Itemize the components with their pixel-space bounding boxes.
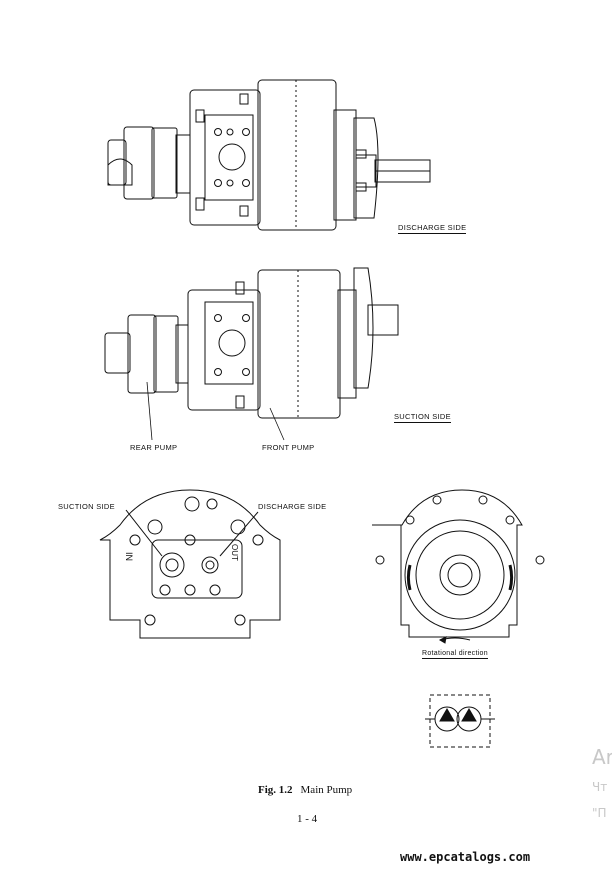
page-number: 1 - 4 — [297, 813, 318, 825]
svg-text:IN: IN — [124, 552, 134, 561]
discharge-side-label: DISCHARGE SIDE — [398, 223, 467, 234]
footer-url[interactable]: www.epcatalogs.com — [400, 850, 531, 864]
figure-title: Main Pump — [300, 784, 353, 796]
watermark-line-3: "П — [592, 806, 607, 820]
discharge-side-port-label: DISCHARGE SIDE — [258, 502, 327, 511]
watermark-line-2: Чт — [592, 780, 608, 794]
front-pump-label: FRONT PUMP — [262, 443, 315, 452]
figure-number: Fig. 1.2 — [258, 784, 293, 796]
rotational-direction-label: Rotational direction — [422, 650, 488, 659]
rear-pump-label: REAR PUMP — [130, 443, 178, 452]
suction-side-port-label: SUCTION SIDE — [58, 502, 115, 511]
suction-side-label: SUCTION SIDE — [394, 412, 451, 423]
watermark-line-1: Ar — [592, 745, 612, 769]
figure-caption: Fig. 1.2 Main Pump — [258, 784, 352, 796]
svg-text:OUT: OUT — [230, 544, 239, 561]
